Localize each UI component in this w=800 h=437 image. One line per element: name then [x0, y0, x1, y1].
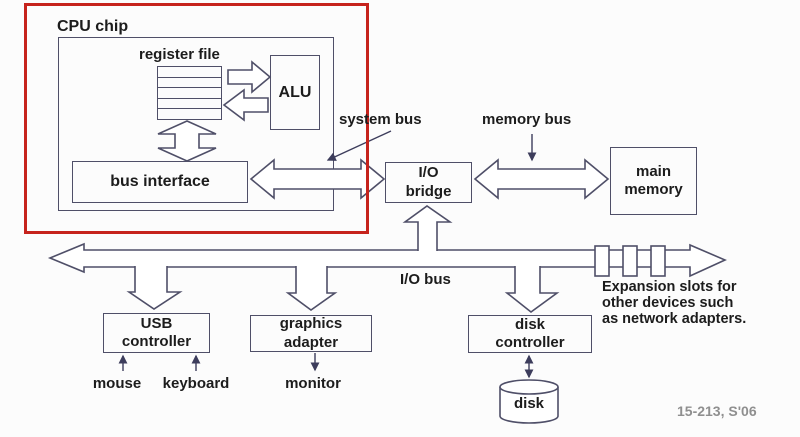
- main-memory-label: main memory: [624, 162, 683, 198]
- register-row: [158, 88, 221, 99]
- register-row: [158, 99, 221, 110]
- main-memory-box: main memory: [610, 147, 697, 215]
- usb-controller-box: USB controller: [103, 313, 210, 353]
- alu-label: ALU: [278, 83, 312, 101]
- io-bus-arrow: [47, 242, 727, 278]
- bus-interface-label: bus interface: [110, 173, 210, 191]
- register-file-label: register file: [139, 46, 220, 63]
- disk-label: disk: [513, 395, 545, 412]
- cpu-chip-box: [58, 37, 334, 211]
- disk-controller-label: disk controller: [495, 315, 565, 351]
- iobus-to-bridge-arrow: [402, 205, 453, 251]
- expansion-slot: [622, 245, 638, 277]
- graphics-adapter-label: graphics adapter: [279, 315, 343, 351]
- memory-bus-label: memory bus: [482, 111, 572, 128]
- iobus-to-disk-arrow: [504, 266, 560, 314]
- iobus-to-usb-arrow: [126, 266, 183, 310]
- expansion-slot: [650, 245, 666, 277]
- register-row: [158, 67, 221, 78]
- register-row: [158, 78, 221, 89]
- memory-bus-arrow: [473, 158, 610, 200]
- cpu-chip-title: CPU chip: [57, 18, 129, 35]
- io-bus-label: I/O bus: [400, 271, 451, 288]
- io-bridge-box: I/O bridge: [385, 162, 472, 203]
- expansion-slot: [594, 245, 610, 277]
- io-bridge-label: I/O bridge: [405, 164, 452, 200]
- iobus-to-graphics-arrow: [285, 266, 338, 311]
- keyboard-label: keyboard: [162, 375, 230, 392]
- disk-controller-box: disk controller: [468, 315, 592, 353]
- course-footer: 15-213, S'06: [677, 403, 757, 419]
- register-file-box: [157, 66, 222, 120]
- mouse-label: mouse: [92, 375, 142, 392]
- usb-controller-label: USB controller: [121, 314, 192, 350]
- monitor-label: monitor: [285, 375, 341, 392]
- expansion-slots-note: Expansion slots for other devices such a…: [602, 279, 747, 327]
- disk-cylinder-top: [499, 379, 559, 395]
- system-bus-label: system bus: [339, 111, 422, 128]
- graphics-adapter-box: graphics adapter: [250, 315, 372, 352]
- cpu-chip-highlight-rectangle: [24, 3, 369, 234]
